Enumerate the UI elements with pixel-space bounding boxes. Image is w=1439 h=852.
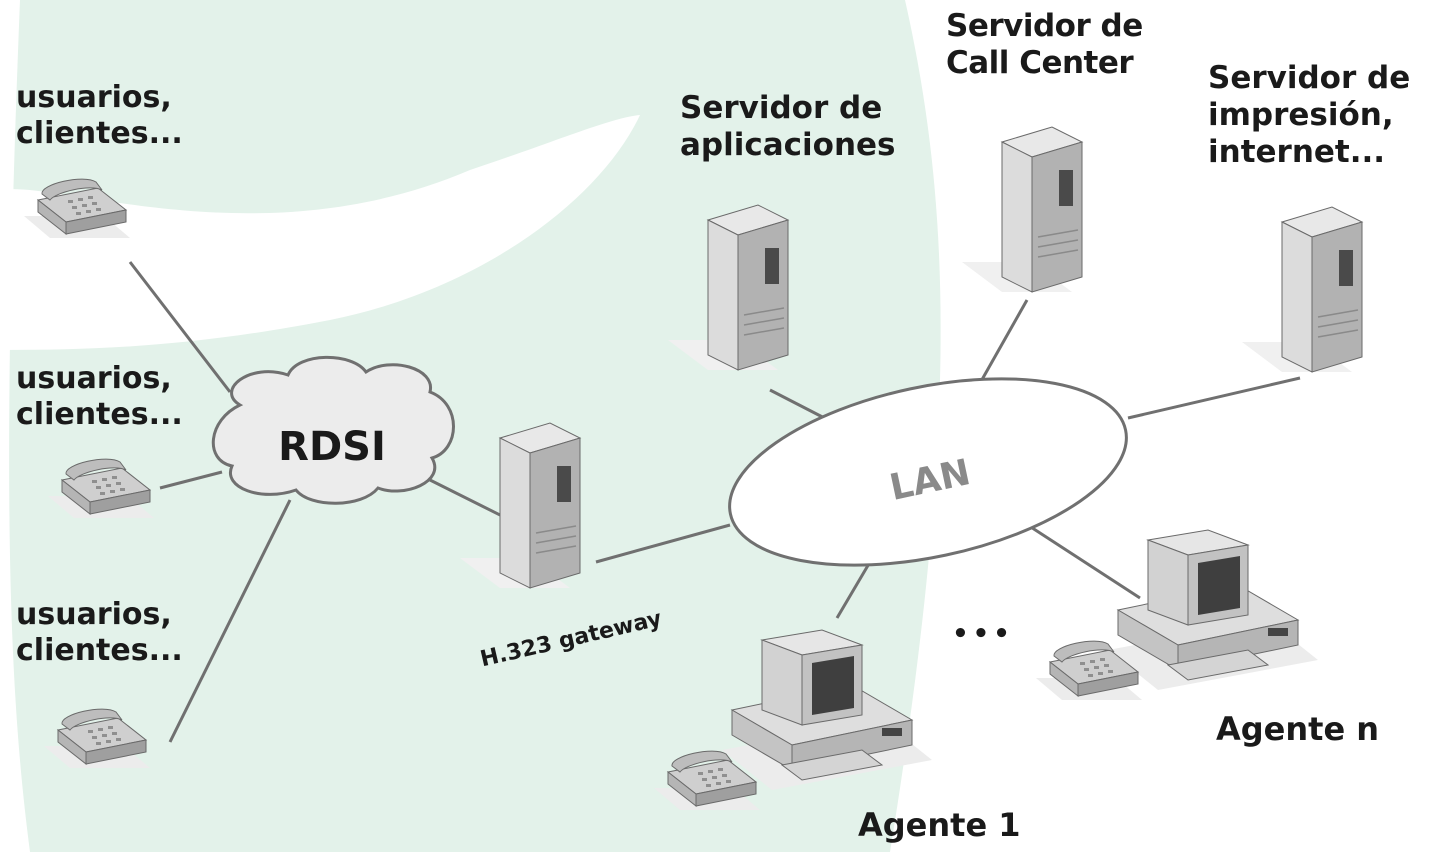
connection-links: [128, 261, 1301, 743]
link-client3-rdsi: [168, 499, 292, 743]
link-lan-ccserver: [973, 299, 1029, 393]
application-server-label-line2: aplicaciones: [680, 127, 896, 164]
print-internet-server-label: Servidor de impresión, internet...: [1208, 60, 1410, 172]
agent-1-label: Agente 1: [858, 806, 1021, 844]
rdsi-cloud: RDSI: [211, 355, 455, 505]
link-client2-rdsi: [159, 470, 223, 490]
call-center-server-icon: [961, 126, 1083, 293]
client-label-1-line2: clientes...: [16, 116, 183, 151]
client-label-1-line1: usuarios,: [16, 80, 172, 115]
client-label-2-line1: usuarios,: [16, 361, 172, 396]
link-gateway-lan: [595, 523, 731, 564]
client-label-2: usuarios, clientes...: [16, 361, 183, 433]
rdsi-label: RDSI: [278, 424, 386, 470]
call-center-server-label-line2: Call Center: [946, 45, 1134, 82]
background-shape: [9, 0, 941, 852]
application-server-label-line1: Servidor de: [680, 90, 883, 126]
call-center-server-label: Servidor de Call Center: [946, 8, 1143, 82]
print-internet-server-label-line1: Servidor de: [1208, 60, 1411, 96]
print-internet-server-icon: [1241, 206, 1363, 373]
print-internet-server-label-line2: impresión,: [1208, 97, 1394, 134]
agents-ellipsis: •••: [952, 619, 1014, 649]
client-label-3: usuarios, clientes...: [16, 597, 183, 669]
link-rdsi-gateway: [429, 478, 511, 522]
lan-ring: LAN: [728, 377, 1128, 567]
link-lan-printserver: [1127, 376, 1301, 420]
client-label-2-line2: clientes...: [16, 397, 183, 432]
client-label-1: usuarios, clientes...: [16, 80, 183, 152]
print-internet-server-label-line3: internet...: [1208, 134, 1386, 171]
background-cutout: [0, 115, 640, 350]
call-center-server-label-line1: Servidor de: [946, 8, 1143, 44]
link-client1-rdsi: [128, 261, 232, 393]
client-label-3-line2: clientes...: [16, 633, 183, 668]
agent-n-label: Agente n: [1216, 710, 1380, 748]
client-label-3-line1: usuarios,: [16, 597, 172, 632]
link-lan-agentn: [1019, 518, 1141, 600]
agent-n-computer-icon: [1107, 529, 1319, 691]
application-server-label: Servidor de aplicaciones: [680, 90, 896, 164]
